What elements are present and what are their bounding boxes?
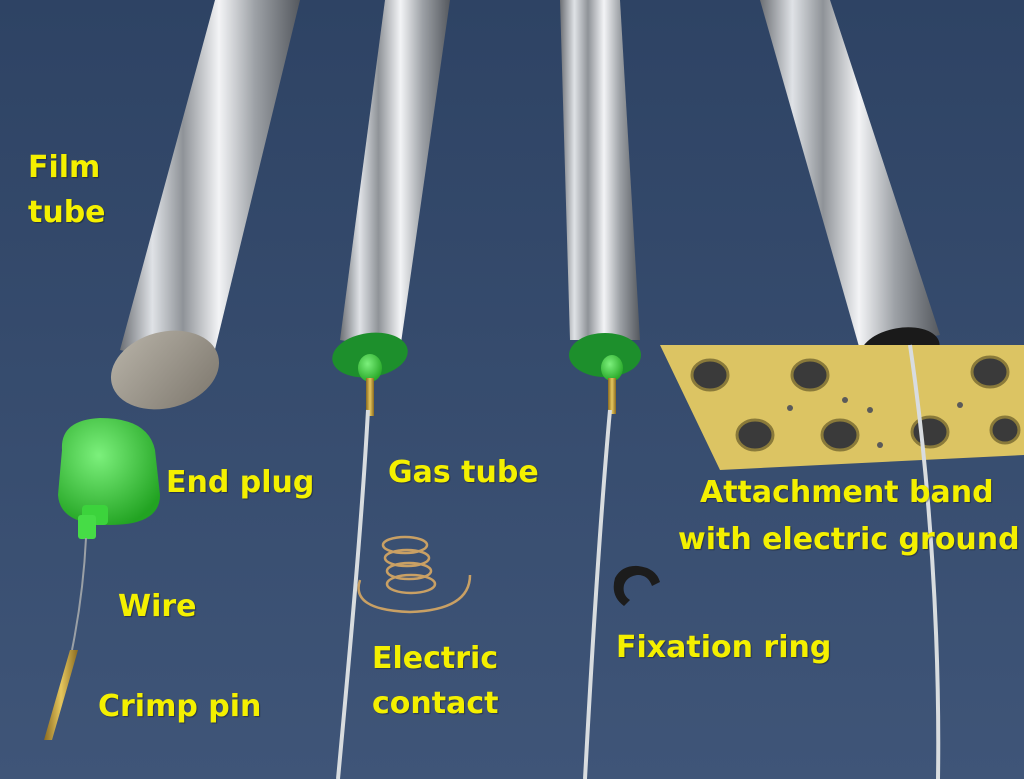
- fixation-ring: [613, 565, 660, 606]
- crimp-pin-label: Crimp pin: [98, 684, 261, 729]
- attachment-band-label: Attachment band: [700, 470, 994, 515]
- end-plug-label-text: End plug: [166, 465, 315, 500]
- electric-contact-spring: [357, 535, 472, 614]
- electric-contact-label: Electric contact: [372, 636, 498, 726]
- wire: [71, 537, 87, 651]
- end-plug-label: End plug: [166, 460, 314, 505]
- gas-tubes: [336, 344, 941, 779]
- film-tube-2: [332, 0, 450, 416]
- crimp-pin-label-text: Crimp pin: [98, 689, 262, 724]
- film-tube-3: [560, 0, 641, 414]
- attachment-band-label-line1: Attachment band: [700, 475, 994, 510]
- crimp-pin: [44, 650, 78, 740]
- film-tube-label-line1: Film: [28, 150, 101, 185]
- electric-contact-label-line2: contact: [372, 686, 499, 721]
- electric-contact-label-line1: Electric: [372, 641, 499, 676]
- wire-label: Wire: [118, 584, 197, 629]
- fixation-ring-label: Fixation ring: [616, 625, 831, 670]
- attachment-band-label-line2: with electric ground: [678, 522, 1020, 557]
- film-tube-label: Film tube: [28, 145, 106, 235]
- end-plug: [58, 418, 160, 539]
- film-tube-left: [110, 0, 300, 410]
- fixation-ring-label-text: Fixation ring: [616, 630, 832, 665]
- wire-label-text: Wire: [118, 589, 197, 624]
- gas-tube-label-text: Gas tube: [388, 455, 539, 490]
- film-tube-label-line2: tube: [28, 195, 106, 230]
- gas-tube-label: Gas tube: [388, 450, 539, 495]
- attachment-band-label-2: with electric ground: [678, 517, 1020, 562]
- attachment-band-board: [660, 345, 1024, 470]
